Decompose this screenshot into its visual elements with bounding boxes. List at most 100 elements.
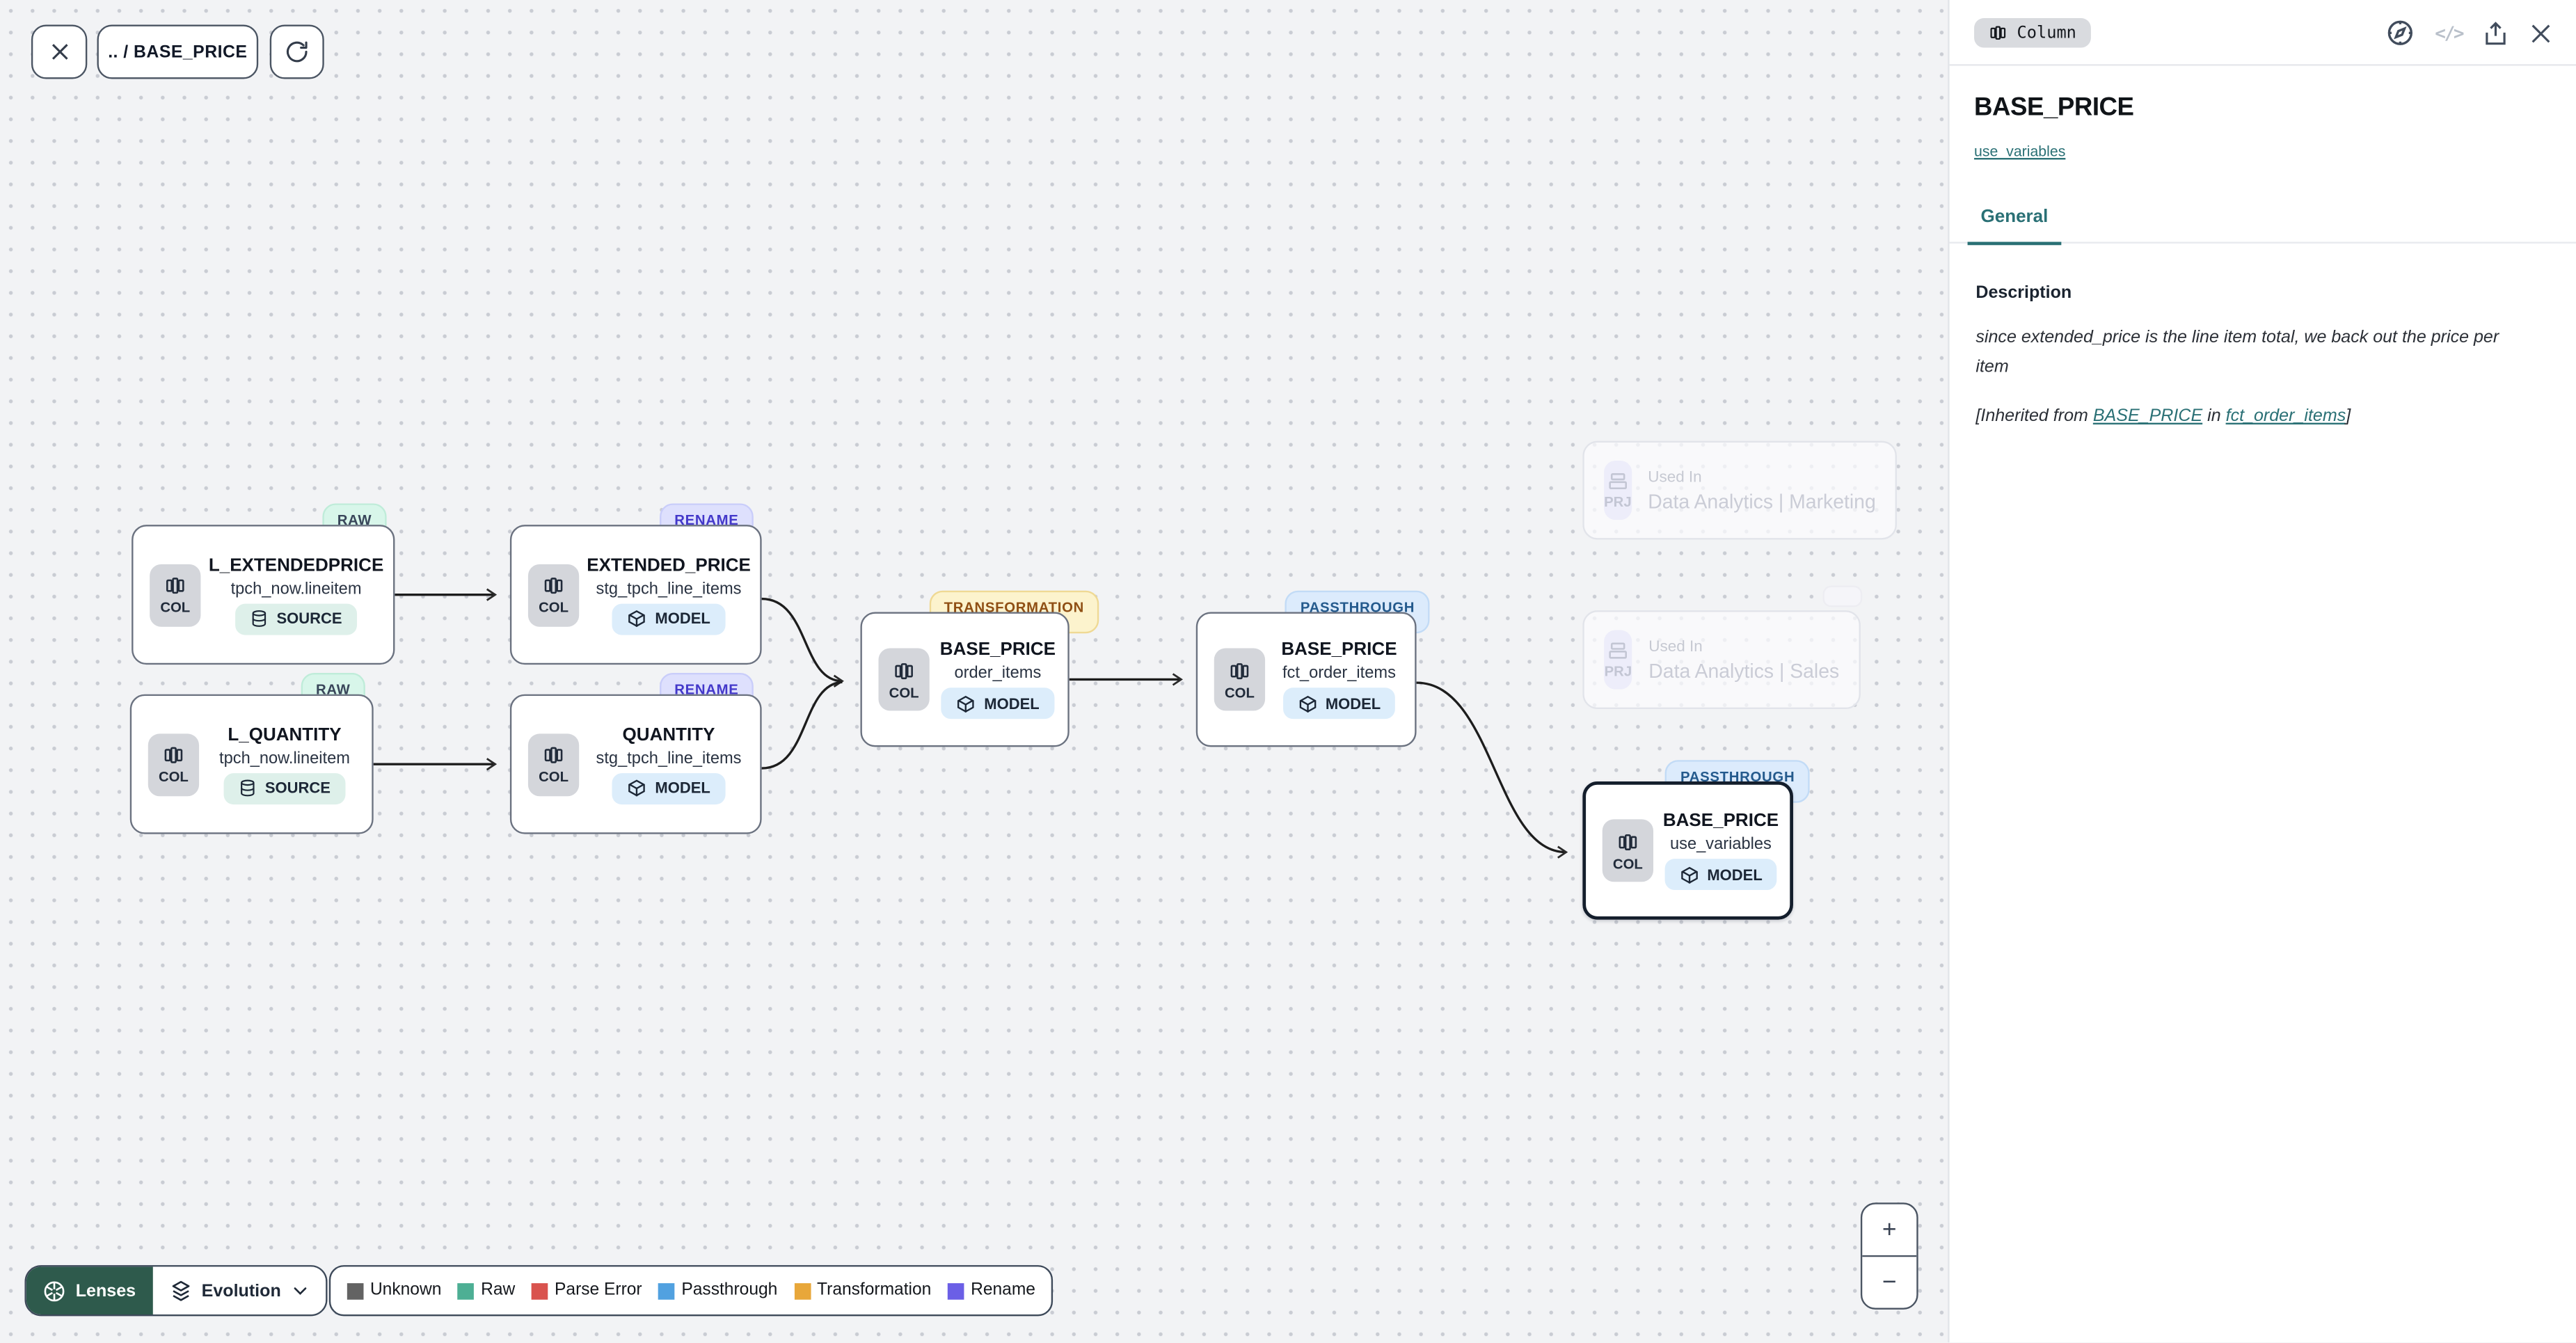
- ghost-node-label: Used In: [1648, 468, 1702, 486]
- column-icon: COL: [527, 733, 580, 796]
- cube-icon: [957, 694, 975, 712]
- lenses-control: Lenses Evolution: [24, 1265, 327, 1317]
- node-extended-price[interactable]: RENAME COL EXTENDED_PRICE stg_tpch_line_…: [509, 503, 762, 665]
- inherited-note: [Inherited from BASE_PRICE in fct_order_…: [1975, 406, 2351, 427]
- edge: [761, 597, 844, 688]
- aperture-icon: [44, 1280, 65, 1301]
- node-title: EXTENDED_PRICE: [587, 555, 751, 575]
- node-base-price-fct-order-items[interactable]: PASSTHROUGH COL BASE_PRICE fct_order_ite…: [1195, 590, 1430, 747]
- edge-type-legend: Unknown Raw Parse Error Passthrough Tran…: [328, 1265, 1054, 1317]
- node-base-price-use-variables[interactable]: PASSTHROUGH COL BASE_PRICE use_variables…: [1582, 760, 1810, 920]
- legend-swatch: [531, 1282, 548, 1299]
- project-icon: PRJ: [1604, 460, 1632, 520]
- node-title: QUANTITY: [622, 724, 715, 745]
- node-subtitle: order_items: [954, 665, 1042, 683]
- code-icon: </>: [2435, 22, 2464, 44]
- legend-item: Raw: [458, 1282, 515, 1300]
- project-icon: PRJ: [1604, 630, 1632, 690]
- lenses-button[interactable]: Lenses: [26, 1266, 152, 1314]
- legend-item: Rename: [948, 1282, 1035, 1300]
- column-icon: COL: [878, 648, 930, 711]
- panel-tabs: General: [1949, 207, 2576, 246]
- kind-badge-model: MODEL: [941, 688, 1054, 720]
- column-icon: COL: [527, 563, 580, 626]
- column-icon: COL: [148, 733, 200, 796]
- close-panel-button[interactable]: [2529, 21, 2553, 45]
- node-title: L_QUANTITY: [228, 724, 342, 745]
- description-text: since extended_price is the line item to…: [1975, 328, 2499, 377]
- ghost-node-name: Data Analytics | Sales: [1648, 658, 1840, 682]
- database-icon: [241, 779, 255, 797]
- zoom-out-button[interactable]: −: [1882, 1268, 1897, 1296]
- refresh-button[interactable]: [269, 24, 324, 79]
- cube-icon: [628, 779, 646, 797]
- close-icon: [2531, 24, 2550, 42]
- page-title: BASE_PRICE: [1974, 93, 2134, 122]
- legend-swatch: [793, 1282, 811, 1299]
- kind-badge-source: SOURCE: [235, 603, 357, 635]
- edge: [1416, 681, 1568, 859]
- node-l-quantity[interactable]: RAW COL L_QUANTITY tpch_now.lineitem SOU…: [129, 672, 374, 834]
- edge: [761, 681, 843, 770]
- chevron-down-icon: [294, 1287, 306, 1295]
- node-base-price-order-items[interactable]: TRANSFORMATION COL BASE_PRICE order_item…: [860, 590, 1099, 747]
- tab-general[interactable]: General: [1967, 207, 2062, 246]
- inherited-column-link[interactable]: BASE_PRICE: [2092, 406, 2203, 427]
- legend-swatch: [658, 1282, 675, 1299]
- kind-badge-source: SOURCE: [223, 772, 346, 804]
- kind-badge-model: MODEL: [1664, 859, 1778, 891]
- ghost-node-name: Data Analytics | Marketing: [1648, 489, 1876, 513]
- breadcrumb-label: .. / BASE_PRICE: [108, 42, 248, 62]
- legend-swatch: [347, 1282, 364, 1299]
- node-subtitle: stg_tpch_line_items: [596, 749, 742, 768]
- explore-button[interactable]: [2385, 18, 2415, 48]
- evolution-dropdown[interactable]: Evolution: [152, 1266, 326, 1314]
- zoom-in-button[interactable]: +: [1862, 1205, 1917, 1257]
- breadcrumb[interactable]: .. / BASE_PRICE: [97, 24, 259, 79]
- column-icon: COL: [1214, 648, 1266, 711]
- column-icon: COL: [1602, 819, 1654, 882]
- column-type-chip: Column: [1974, 18, 2092, 48]
- legend-item: Unknown: [347, 1282, 441, 1300]
- share-icon: [2486, 21, 2506, 45]
- columns-icon: [1990, 26, 2006, 40]
- model-link[interactable]: use_variables: [1974, 143, 2066, 160]
- layers-icon: [171, 1280, 189, 1301]
- inherited-model-link[interactable]: fct_order_items: [2225, 406, 2346, 427]
- details-panel: Column </> BASE_PRICE use_variables Ge: [1948, 0, 2576, 1343]
- legend-item: Passthrough: [658, 1282, 777, 1300]
- share-button[interactable]: [2483, 19, 2509, 47]
- zoom-control: + −: [1860, 1202, 1918, 1310]
- lineage-canvas[interactable]: .. / BASE_PRICE PRJ Used In Data Analyti…: [0, 0, 1948, 1343]
- legend-swatch: [948, 1282, 964, 1299]
- cube-icon: [1299, 694, 1316, 712]
- refresh-icon: [286, 41, 308, 63]
- panel-actions: </>: [2385, 18, 2553, 48]
- close-lineage-button[interactable]: [31, 24, 88, 79]
- node-title: L_EXTENDEDPRICE: [208, 555, 384, 575]
- kind-badge-model: MODEL: [1282, 688, 1396, 720]
- node-title: BASE_PRICE: [1662, 811, 1779, 831]
- ghost-node-used-in-marketing[interactable]: PRJ Used In Data Analytics | Marketing: [1582, 440, 1897, 540]
- node-subtitle: use_variables: [1669, 836, 1772, 855]
- node-subtitle: stg_tpch_line_items: [596, 580, 742, 598]
- cube-icon: [1680, 866, 1698, 883]
- node-title: BASE_PRICE: [1281, 639, 1397, 660]
- cube-icon: [628, 610, 646, 627]
- compass-icon: [2388, 20, 2413, 45]
- kind-badge-model: MODEL: [612, 603, 726, 635]
- node-subtitle: fct_order_items: [1282, 665, 1396, 683]
- node-l-extendedprice[interactable]: RAW COL L_EXTENDEDPRICE tpch_now.lineite…: [132, 503, 395, 665]
- code-view-button[interactable]: </>: [2435, 22, 2464, 44]
- database-icon: [252, 610, 267, 627]
- legend-item: Parse Error: [531, 1282, 642, 1300]
- node-quantity[interactable]: RENAME COL QUANTITY stg_tpch_line_items …: [509, 672, 762, 834]
- legend-item: Transformation: [793, 1282, 931, 1300]
- ghost-node-label: Used In: [1648, 637, 1703, 656]
- node-subtitle: tpch_now.lineitem: [230, 580, 362, 598]
- panel-header: Column </>: [1949, 0, 2576, 66]
- close-icon: [51, 44, 67, 60]
- ghost-node-used-in-sales[interactable]: PRJ Used In Data Analytics | Sales: [1582, 610, 1861, 709]
- node-title: BASE_PRICE: [939, 639, 1056, 660]
